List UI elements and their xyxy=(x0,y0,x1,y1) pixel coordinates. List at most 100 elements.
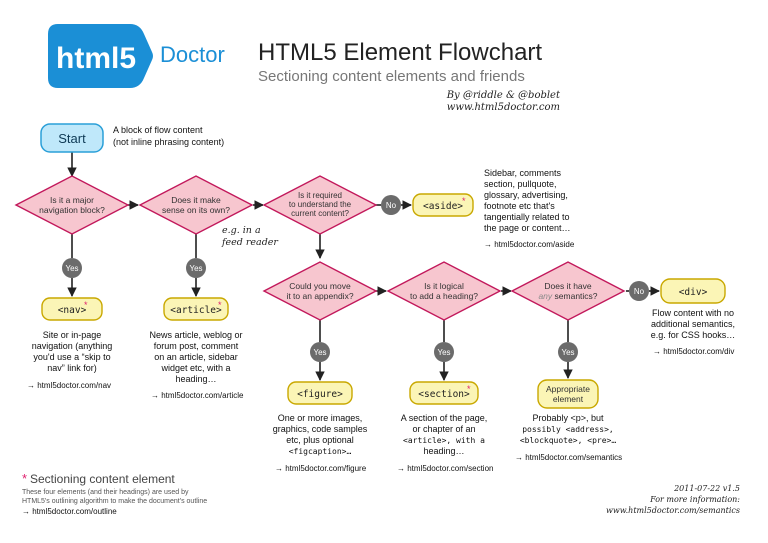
question-aside-line-1: Is it required xyxy=(298,191,342,200)
question-section[interactable]: Is it logical to add a heading? xyxy=(386,261,502,321)
link-div[interactable]: → html5doctor.com/div xyxy=(653,347,734,356)
description-article: News article, weblog or forum post, comm… xyxy=(149,330,242,384)
start-note-line-2: (not inline phrasing content) xyxy=(113,137,224,147)
desc-line: footnote etc that's xyxy=(484,201,555,211)
desc-line: One or more images, xyxy=(278,413,363,423)
no-label: No xyxy=(634,287,645,296)
question-section-line-2: to add a heading? xyxy=(410,291,478,301)
desc-line: the page or content… xyxy=(484,223,571,233)
question-diamond xyxy=(262,175,378,235)
question-aside[interactable]: Is it required to understand the current… xyxy=(262,175,378,235)
byline: By @riddle & @boblet xyxy=(446,90,561,101)
footer-version: 2011-07-22 v1.5 xyxy=(673,484,740,493)
element-div[interactable]: <div> xyxy=(660,278,726,304)
legend-link[interactable]: → html5doctor.com/outline xyxy=(22,507,117,516)
yes-label: Yes xyxy=(189,264,202,273)
html5-doctor-logo[interactable]: html5 Doctor xyxy=(48,24,225,88)
no-circle-div xyxy=(629,281,649,301)
element-box xyxy=(409,381,479,405)
yes-circle-figure xyxy=(310,342,330,362)
sectioning-asterisk: * xyxy=(462,196,466,206)
link-section[interactable]: → html5doctor.com/section xyxy=(397,464,493,473)
element-article-label: <article> xyxy=(170,305,222,316)
page-title: HTML5 Element Flowchart xyxy=(258,39,542,66)
question-diamond xyxy=(138,175,254,235)
question-article[interactable]: Does it make sense on its own? xyxy=(138,175,254,235)
start-label: Start xyxy=(58,131,86,146)
element-box xyxy=(287,381,353,405)
desc-line: on an article, sidebar xyxy=(154,352,238,362)
question-diamond xyxy=(386,261,502,321)
start-note-line-1: A block of flow content xyxy=(113,125,203,135)
question-nav-line-1: Is it a major xyxy=(50,195,94,205)
desc-line: or chapter of an xyxy=(412,424,475,434)
yes-circle-section xyxy=(434,342,454,362)
start-node[interactable]: Start xyxy=(40,123,104,153)
element-div-label: <div> xyxy=(679,287,708,298)
desc-line: A section of the page, xyxy=(401,413,488,423)
description-semantics: Probably <p>, but possibly <address>, <b… xyxy=(520,413,617,445)
desc-line: Probably <p>, but xyxy=(532,413,604,423)
question-section-line-1: Is it logical xyxy=(424,281,464,291)
site-url[interactable]: www.html5doctor.com xyxy=(447,102,560,113)
question-figure-line-1: Could you move xyxy=(289,281,351,291)
element-box xyxy=(163,297,229,321)
question-figure[interactable]: Could you move it to an appendix? xyxy=(262,261,378,321)
logo-doctor-text: Doctor xyxy=(160,42,225,67)
desc-line: widget etc, with a xyxy=(160,363,230,373)
link-aside[interactable]: → html5doctor.com/aside xyxy=(484,240,575,249)
desc-line: you'd use a “skip to xyxy=(33,352,110,362)
question-semantics-line-1: Does it have xyxy=(544,281,592,291)
desc-line: tangentially related to xyxy=(484,212,570,222)
logo-html5-text: html5 xyxy=(56,42,136,75)
link-figure[interactable]: → html5doctor.com/figure xyxy=(275,464,367,473)
question-nav[interactable]: Is it a major navigation block? xyxy=(14,175,130,235)
link-nav[interactable]: → html5doctor.com/nav xyxy=(27,381,111,390)
question-diamond xyxy=(510,261,626,321)
element-nav[interactable]: <nav> * xyxy=(41,297,103,321)
yes-circle-nav xyxy=(62,258,82,278)
description-aside: Sidebar, comments section, pullquote, gl… xyxy=(484,168,571,233)
element-aside[interactable]: <aside> * xyxy=(412,193,474,217)
desc-line: <article>, with a xyxy=(403,436,485,445)
desc-line: Flow content with no xyxy=(652,308,734,318)
footer-link[interactable]: www.html5doctor.com/semantics xyxy=(606,506,740,515)
element-section[interactable]: <section> * xyxy=(409,381,479,405)
desc-line: News article, weblog or xyxy=(149,330,242,340)
element-figure-label: <figure> xyxy=(297,389,343,400)
question-article-line-2: sense on its own? xyxy=(162,205,230,215)
description-figure: One or more images, graphics, code sampl… xyxy=(273,413,368,456)
question-aside-line-2: to understand the xyxy=(289,200,352,209)
desc-line: Site or in-page xyxy=(43,330,102,340)
element-figure[interactable]: <figure> xyxy=(287,381,353,405)
no-label: No xyxy=(386,201,397,210)
element-appropriate[interactable]: Appropriate element xyxy=(537,379,599,409)
desc-line: heading… xyxy=(175,374,216,384)
element-appropriate-line-2: element xyxy=(553,394,584,404)
footer-more-info: For more information: xyxy=(649,495,740,504)
element-box xyxy=(660,278,726,304)
link-article[interactable]: → html5doctor.com/article xyxy=(151,391,244,400)
question-diamond xyxy=(14,175,130,235)
element-aside-label: <aside> xyxy=(423,201,463,212)
question-semantics-line-2: any semantics? xyxy=(538,291,597,301)
description-div: Flow content with no additional semantic… xyxy=(651,308,736,340)
desc-line: possibly <address>, xyxy=(522,425,614,434)
legend-text-line-1: These four elements (and their headings)… xyxy=(22,489,189,496)
element-box xyxy=(41,297,103,321)
link-semantics[interactable]: → html5doctor.com/semantics xyxy=(515,453,622,462)
footer: 2011-07-22 v1.5 For more information: ww… xyxy=(606,484,740,515)
no-circle-aside xyxy=(381,195,401,215)
desc-line: e.g. for CSS hooks… xyxy=(651,330,736,340)
desc-line: nav” link for) xyxy=(47,363,97,373)
connectors xyxy=(67,152,660,381)
desc-line: glossary, advertising, xyxy=(484,190,568,200)
desc-line: heading… xyxy=(423,446,464,456)
legend: * Sectioning content element These four … xyxy=(22,471,207,516)
element-nav-label: <nav> xyxy=(58,305,87,316)
desc-line: navigation (anything xyxy=(32,341,113,351)
desc-line: additional semantics, xyxy=(651,319,735,329)
question-semantics[interactable]: Does it have any semantics? xyxy=(510,261,626,321)
element-article[interactable]: <article> * xyxy=(163,297,229,321)
question-figure-line-2: it to an appendix? xyxy=(286,291,353,301)
